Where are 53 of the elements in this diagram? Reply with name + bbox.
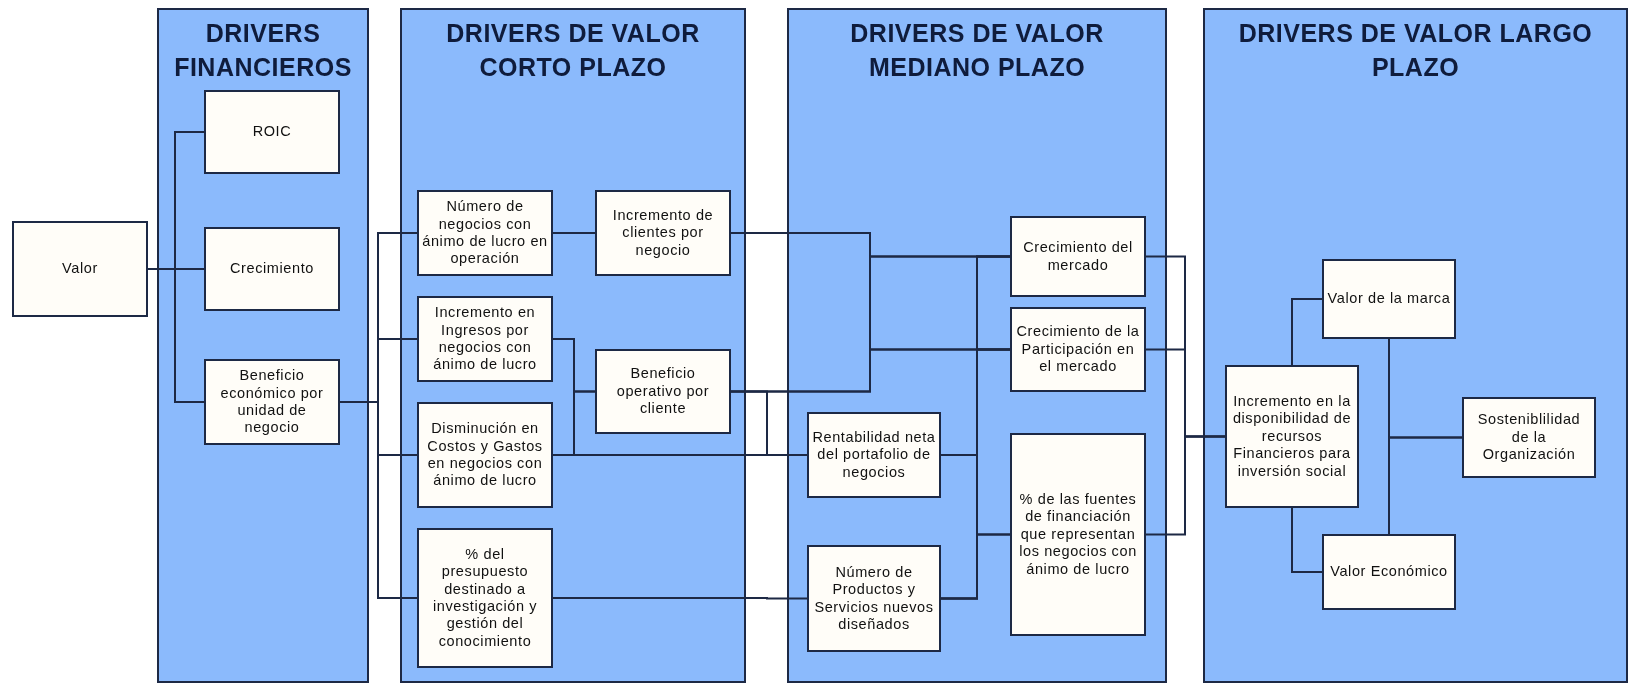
connector-line	[552, 232, 596, 234]
connector-line	[552, 597, 808, 600]
connector-line	[1291, 507, 1323, 573]
box-label: ROIC	[252, 123, 292, 141]
box-label: Beneficio operativo por cliente	[615, 365, 711, 418]
box-label: Crecimiento	[230, 260, 314, 278]
driver-box	[1322, 534, 1456, 610]
box-label: Rentabilidad neta del portafolio de negocios	[812, 428, 936, 482]
box-label: % de las fuentes de financiación que representan los negocios con ánimo de lucro	[1018, 491, 1138, 578]
box-label: Crecimiento del mercado	[1022, 239, 1134, 274]
driver-box	[204, 359, 340, 445]
column-panel	[1203, 8, 1628, 683]
driver-box	[12, 221, 148, 317]
connector-line	[940, 533, 1011, 600]
driver-box	[807, 412, 941, 498]
driver-box	[417, 190, 553, 276]
box-label: Disminución en Costos y Gastos en negocios con ánimo de lucro	[426, 420, 544, 490]
box-label: Valor Económico	[1330, 563, 1448, 581]
connector-line	[1291, 298, 1323, 366]
driver-box	[1010, 307, 1146, 392]
box-label: Beneficio económico por unidad de negocio	[219, 367, 325, 437]
column-panel	[157, 8, 369, 683]
box-label: Número de Productos y Servicios nuevos diseñados	[813, 563, 935, 634]
box-label: Valor	[62, 260, 98, 278]
box-label: Valor de la marca	[1327, 290, 1451, 308]
box-label: Crecimiento de la Participación en el mercado	[1015, 323, 1141, 376]
box-label: Sosteniblilidad de la Organización	[1476, 411, 1582, 464]
connector-line	[1388, 436, 1463, 535]
driver-box	[1010, 433, 1146, 636]
driver-box	[417, 528, 553, 668]
box-label: % del presupuesto destinado a investigación y gestión del conocimiento	[431, 545, 539, 651]
column-panel	[787, 8, 1167, 683]
driver-box	[417, 402, 553, 508]
driver-box	[1225, 365, 1359, 508]
column-heading: DRIVERS FINANCIEROS	[173, 18, 353, 83]
box-label: Incremento de clientes por negocio	[611, 206, 715, 260]
box-label: Número de negocios con ánimo de lucro en operación	[422, 198, 548, 268]
driver-box	[595, 349, 731, 434]
driver-box	[204, 227, 340, 311]
column-heading: DRIVERS DE VALOR MEDIANO PLAZO	[849, 18, 1105, 83]
connector-line	[1145, 435, 1226, 536]
box-label: Incremento en Ingresos por negocios con ánimo de lucro	[432, 304, 538, 374]
driver-box	[1462, 397, 1596, 478]
box-label: Incremento en la disponibilidad de recursos Financieros para inversión social	[1231, 393, 1353, 480]
column-heading: DRIVERS DE VALOR CORTO PLAZO	[445, 18, 701, 83]
driver-box	[807, 545, 941, 652]
driver-box	[417, 296, 553, 382]
driver-box	[1322, 259, 1456, 339]
driver-box	[595, 190, 731, 276]
column-heading: DRIVERS DE VALOR LARGO PLAZO	[1237, 18, 1594, 83]
column-panel	[400, 8, 746, 683]
driver-box	[1010, 216, 1146, 297]
driver-box	[204, 90, 340, 174]
